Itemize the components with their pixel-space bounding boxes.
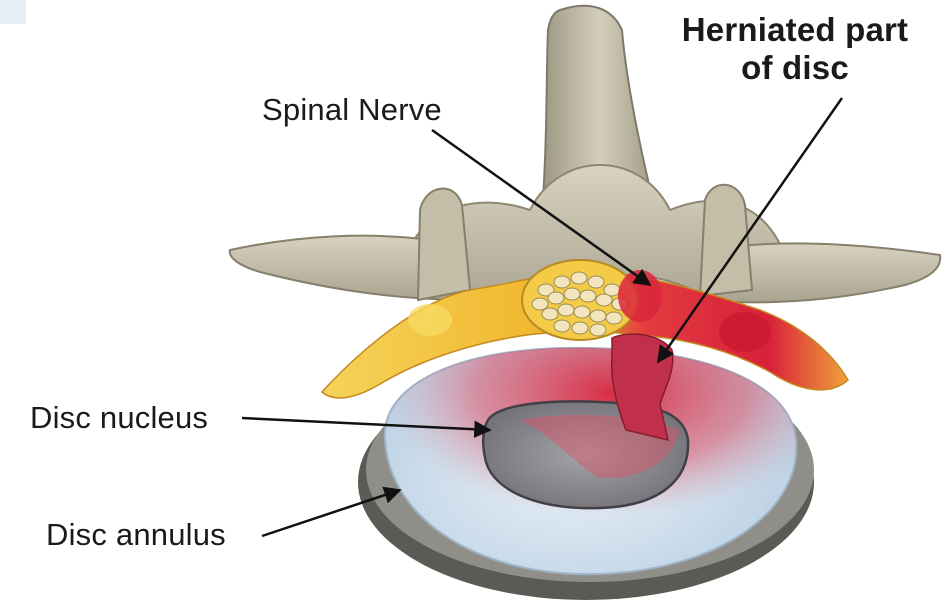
herniated-part-label: Herniated part of disc: [650, 11, 940, 87]
disc-annulus-label: Disc annulus: [46, 517, 226, 553]
herniated-label-line2: of disc: [650, 49, 940, 87]
left-articular-process: [418, 189, 470, 300]
spinal-nerve-label: Spinal Nerve: [262, 92, 442, 128]
disc-nucleus-label: Disc nucleus: [30, 400, 208, 436]
herniated-label-line1: Herniated part: [650, 11, 940, 49]
